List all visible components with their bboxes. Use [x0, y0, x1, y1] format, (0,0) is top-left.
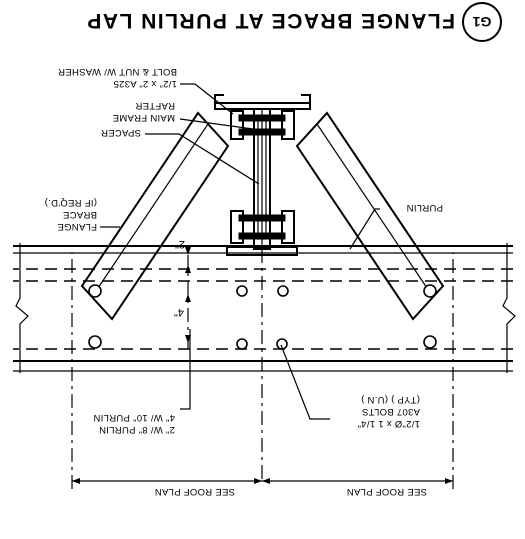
- a325-bolts: [230, 110, 295, 244]
- label-rafter: RAFTER: [135, 100, 175, 111]
- flange-brace-right-leg: [91, 123, 209, 298]
- label-purlin: PURLIN: [406, 202, 443, 213]
- rafter-flange-bottom: [226, 246, 298, 256]
- flange-brace-left-leg: [316, 123, 434, 298]
- leader-rafter: [179, 118, 254, 130]
- label-purlin-10: 4" W/ 10" PURLIN: [93, 412, 175, 423]
- bolt-holes: [88, 284, 437, 350]
- label-purlin-8: 2" W/ 8" PURLIN: [99, 424, 175, 435]
- rafter-flange-lip-left: [301, 94, 311, 103]
- label-main-frame: MAIN FRAME: [112, 112, 175, 123]
- bolt-head: [281, 210, 295, 244]
- break-line-right: [15, 243, 29, 373]
- label-flange: FLANGE: [57, 221, 97, 232]
- bolt-hole: [236, 285, 248, 297]
- bolt-shank: [238, 214, 286, 222]
- label-typ: (TYP ) (U.N ): [361, 394, 420, 405]
- dimension-lines: SEE ROOF PLAN SEE ROOF PLAN 2" 4": [71, 238, 454, 497]
- label-bolt-nut: BOLT & NUT W/ WASHER: [58, 66, 177, 77]
- label-if-reqd: (IF REQ'D.): [44, 197, 97, 208]
- bolt-hole: [423, 284, 437, 298]
- dim-4in: 4": [174, 306, 184, 318]
- leader-spacer: [145, 133, 260, 185]
- purlin-members: [13, 243, 516, 373]
- rafter-flange-top: [214, 102, 311, 110]
- leader-bolt: [180, 83, 234, 115]
- bolt-hole: [88, 335, 102, 349]
- bolt-hole: [236, 338, 248, 350]
- see-roof-plan-left: SEE ROOF PLAN: [347, 486, 427, 497]
- detail-title: FLANGE BRACE AT PURLIN LAP: [86, 9, 455, 32]
- bolt-hole: [423, 335, 437, 349]
- bolt-shank: [238, 114, 286, 122]
- detail-tag-circle: [462, 2, 502, 42]
- label-brace: BRACE: [63, 209, 97, 220]
- see-roof-plan-right: SEE ROOF PLAN: [155, 486, 235, 497]
- flange-brace-left: [295, 111, 445, 321]
- dimension-arrows: [72, 478, 453, 484]
- bolt-hole: [88, 284, 102, 298]
- flange-braces: [80, 111, 445, 321]
- annotations: MAIN FRAME RAFTER 1/2" x 2" A325 BOLT & …: [44, 66, 443, 435]
- dim-2in: 2": [175, 238, 185, 250]
- detail-tag: G1: [472, 14, 491, 30]
- bolt-shank: [238, 128, 286, 136]
- leader-purlin-sizes: [180, 329, 191, 410]
- label-spacer: SPACER: [101, 127, 141, 138]
- label-bolt-size: 1/2" x 2" A325: [113, 78, 177, 89]
- flange-brace-right: [80, 111, 230, 321]
- nut: [230, 110, 244, 140]
- rafter-flange-lip-right: [214, 94, 224, 103]
- break-line-left: [502, 243, 516, 373]
- nut: [230, 210, 244, 244]
- bolt-head: [281, 110, 295, 140]
- leader-a307: [280, 344, 330, 420]
- bolt-shank: [238, 232, 286, 240]
- label-a307: A307 BOLTS: [362, 406, 420, 417]
- leader-purlin: [349, 208, 380, 250]
- bolt-hole: [277, 285, 289, 297]
- title-block: G1 FLANGE BRACE AT PURLIN LAP: [86, 2, 502, 42]
- dim-arrows-upper: [185, 247, 191, 273]
- label-bolt-dia: 1/2"Ø x 1 1/4": [357, 418, 420, 429]
